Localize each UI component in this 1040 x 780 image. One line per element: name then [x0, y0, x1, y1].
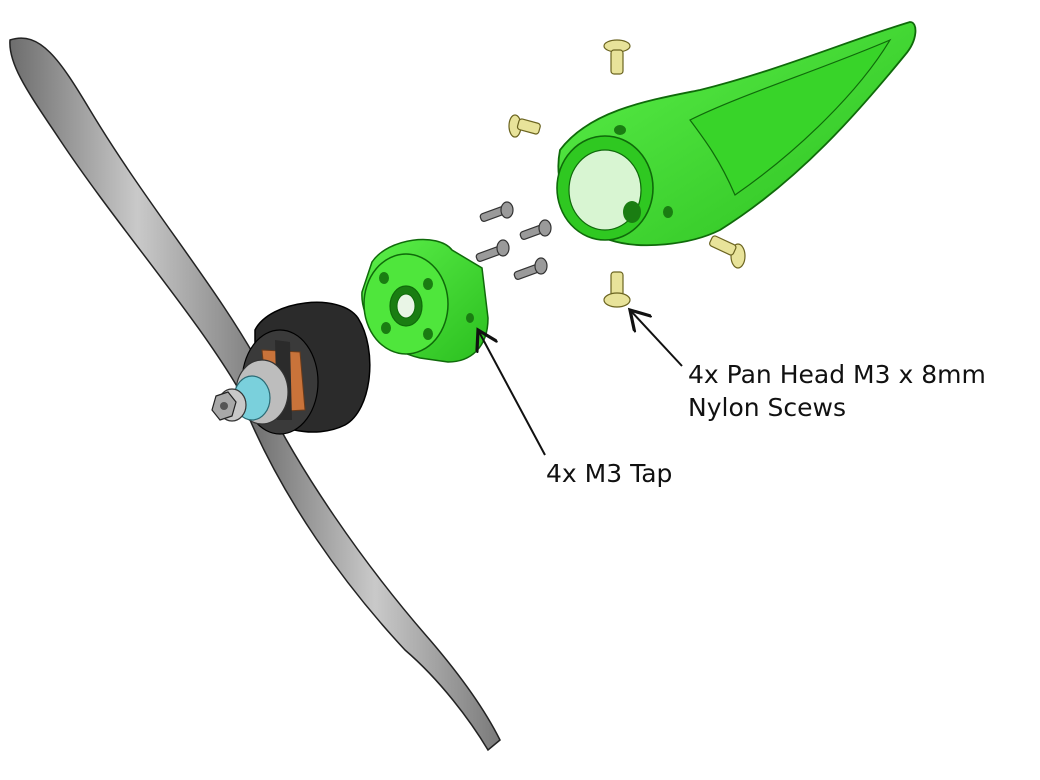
brushless-motor: [211, 301, 371, 435]
nylon-screw-bottom: [603, 271, 631, 308]
nylon-screws: [508, 39, 746, 308]
nylon-screw-left: [508, 114, 541, 138]
arrow-to-nylon-screw: [630, 310, 683, 367]
callout-nylon-screws: 4x Pan Head M3 x 8mm Nylon Scews: [688, 358, 986, 424]
propeller-upper-blade: [9, 37, 266, 402]
arrow-to-m3-tap: [478, 330, 546, 456]
steel-screws: [475, 201, 552, 280]
callout-nylon-screws-line2: Nylon Scews: [688, 393, 846, 422]
propeller: [9, 37, 501, 752]
steel-screw: [479, 201, 514, 222]
steel-screw: [519, 219, 552, 240]
callout-m3-tap: 4x M3 Tap: [546, 459, 673, 488]
propeller-lower-blade: [249, 398, 501, 752]
callout-nylon-screws-line1: 4x Pan Head M3 x 8mm: [688, 360, 986, 389]
nylon-screw-right: [709, 235, 746, 269]
motor-mount-adapter: [361, 238, 489, 363]
spinner-cowl: [556, 21, 917, 247]
nylon-screw-top: [603, 39, 631, 75]
steel-screw: [475, 239, 510, 262]
steel-screw: [513, 257, 548, 280]
